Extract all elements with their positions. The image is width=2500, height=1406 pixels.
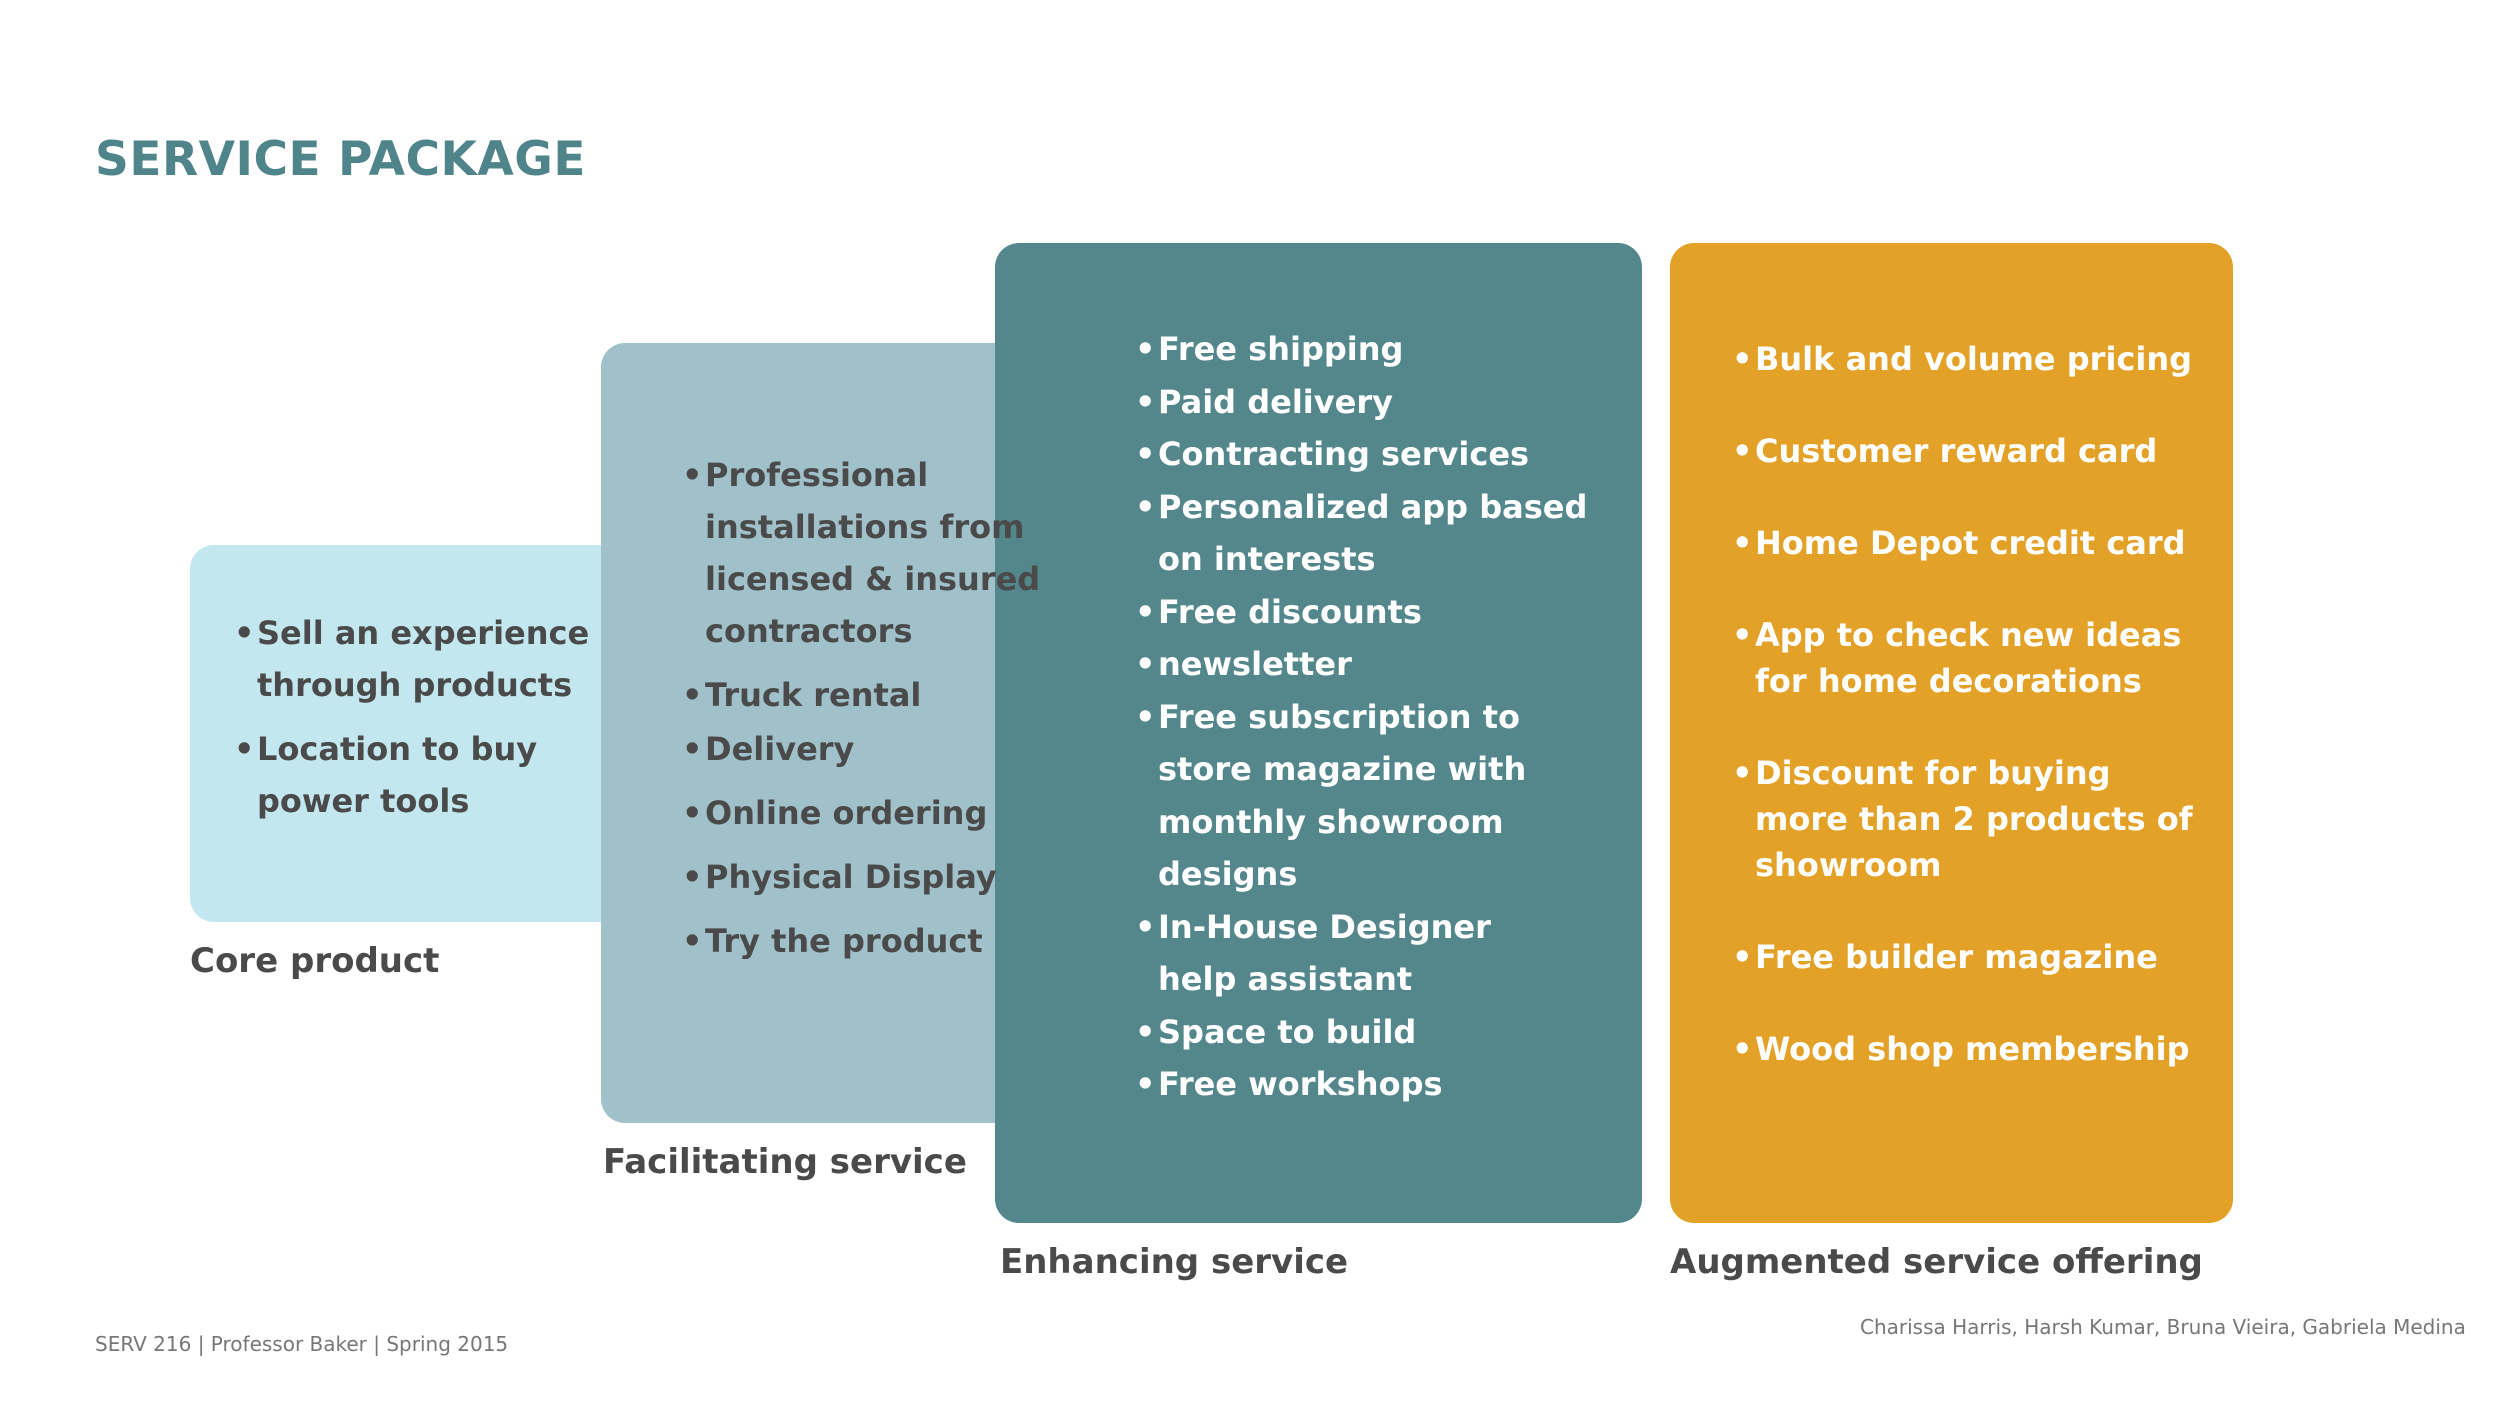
- enhancing-service-label: Enhancing service: [1000, 1242, 1349, 1282]
- list-item: Paid delivery: [1135, 376, 1587, 429]
- list-item-line: contractors: [705, 612, 913, 650]
- list-item-line: Personalized app based: [1158, 487, 1588, 526]
- list-item-line: Free workshops: [1158, 1065, 1443, 1103]
- list-item: Free discounts: [1135, 586, 1587, 639]
- list-item-line: Discount for buying: [1755, 754, 2111, 792]
- list-item: Home Depot credit card: [1732, 520, 2193, 566]
- list-item-line: Space to build: [1158, 1012, 1417, 1051]
- list-item-line: more than 2 products of: [1755, 800, 2193, 838]
- list-item-line: Customer reward card: [1755, 432, 2158, 470]
- list-item: Online ordering: [682, 787, 1040, 839]
- list-item: Space to build: [1135, 1006, 1587, 1059]
- list-item: App to check new ideas for home decoratio…: [1732, 612, 2193, 704]
- list-item-line: Wood shop membership: [1755, 1030, 2190, 1068]
- authors-footer: Charissa Harris, Harsh Kumar, Bruna Viei…: [1860, 1315, 2466, 1339]
- list-item: Truck rental: [682, 669, 1040, 721]
- list-item-line: installations from: [705, 508, 1025, 546]
- list-item-line: showroom: [1755, 846, 1942, 884]
- list-item-line: through products: [257, 666, 573, 704]
- list-item: Contracting services: [1135, 428, 1587, 481]
- list-item-line: Free discounts: [1158, 592, 1422, 631]
- page-title: SERVICE PACKAGE: [95, 132, 586, 187]
- facilitating-service-label: Facilitating service: [603, 1142, 967, 1182]
- list-item-line: on interests: [1158, 540, 1376, 578]
- list-item: In-House Designer help assistant: [1135, 901, 1587, 1006]
- core-product-label: Core product: [190, 941, 440, 981]
- list-item-line: In-House Designer: [1158, 907, 1491, 946]
- list-item-line: Free shipping: [1158, 330, 1404, 368]
- list-item-line: for home decorations: [1755, 662, 2142, 700]
- list-item: Wood shop membership: [1732, 1026, 2193, 1072]
- list-item: Delivery: [682, 723, 1040, 775]
- list-item: Customer reward card: [1732, 428, 2193, 474]
- list-item: Discount for buying more than 2 products …: [1732, 750, 2193, 888]
- list-item-line: Contracting services: [1158, 435, 1530, 473]
- list-item: Professional installations from licensed &…: [682, 449, 1040, 657]
- list-item-line: help assistant: [1158, 960, 1413, 998]
- list-item-line: power tools: [257, 782, 470, 820]
- list-item-line: newsletter: [1158, 645, 1352, 683]
- list-item-line: Online ordering: [705, 794, 988, 832]
- list-item: Bulk and volume pricing: [1732, 336, 2193, 382]
- list-item-line: Sell an experience: [257, 614, 590, 652]
- list-item: Physical Display: [682, 851, 1040, 903]
- list-item: Try the product: [682, 915, 1040, 967]
- augmented-service-list: Bulk and volume pricingCustomer reward c…: [1732, 336, 2193, 1118]
- list-item: Free subscription to store magazine with m…: [1135, 691, 1587, 901]
- list-item-line: Delivery: [705, 730, 855, 768]
- augmented-service-label: Augmented service offering: [1670, 1242, 2203, 1282]
- list-item-line: Location to buy: [257, 730, 538, 768]
- list-item-line: licensed & insured: [705, 560, 1041, 598]
- enhancing-service-list: Free shippingPaid deliveryContracting se…: [1135, 323, 1587, 1111]
- list-item-line: Paid delivery: [1158, 382, 1393, 421]
- list-item: Sell an experience through products: [234, 607, 589, 711]
- list-item-line: Home Depot credit card: [1755, 524, 2186, 562]
- core-product-list: Sell an experience through productsLocati…: [234, 607, 589, 839]
- facilitating-service-list: Professional installations from licensed &…: [682, 449, 1040, 979]
- list-item: newsletter: [1135, 638, 1587, 691]
- list-item-line: store magazine with: [1158, 750, 1527, 788]
- list-item-line: Free builder magazine: [1755, 938, 2158, 976]
- list-item: Free workshops: [1135, 1058, 1587, 1111]
- list-item-line: Free subscription to: [1158, 697, 1520, 736]
- list-item-line: monthly showroom: [1158, 802, 1504, 841]
- list-item: Location to buy power tools: [234, 723, 589, 827]
- list-item-line: Try the product: [705, 922, 983, 960]
- list-item-line: Bulk and volume pricing: [1755, 340, 2193, 378]
- list-item-line: designs: [1158, 855, 1298, 893]
- list-item-line: App to check new ideas: [1755, 616, 2182, 654]
- list-item-line: Physical Display: [705, 858, 997, 896]
- course-footer: SERV 216 | Professor Baker | Spring 2015: [95, 1332, 509, 1356]
- list-item-line: Professional: [705, 456, 929, 494]
- list-item: Free shipping: [1135, 323, 1587, 376]
- list-item: Free builder magazine: [1732, 934, 2193, 980]
- list-item-line: Truck rental: [705, 676, 922, 714]
- list-item: Personalized app based on interests: [1135, 481, 1587, 586]
